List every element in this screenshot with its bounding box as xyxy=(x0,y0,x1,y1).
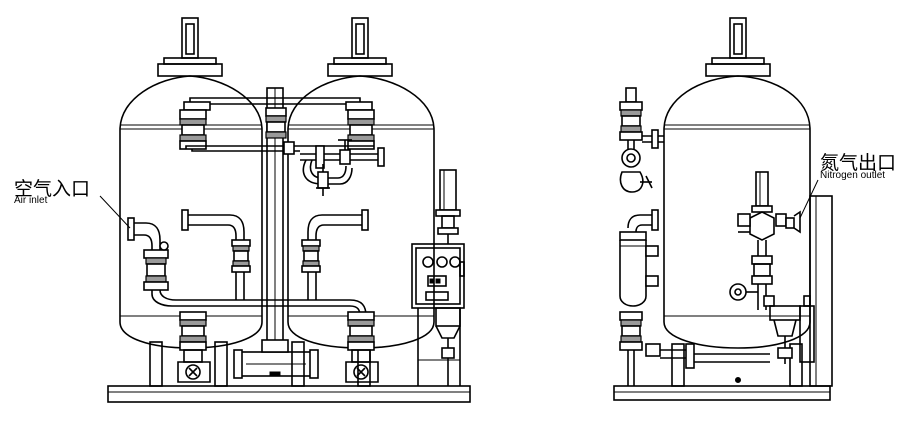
nitrogen-outlet-label-cn: 氮气出口 xyxy=(820,152,897,174)
top-manifold xyxy=(179,97,375,155)
air-inlet-piping xyxy=(127,217,367,317)
nitrogen-outlet-label-en: Nitrogen outlet xyxy=(820,170,886,181)
center-outlet-valve-cluster xyxy=(300,139,385,196)
right-bottom-valve-stack xyxy=(345,311,379,383)
control-cabinet xyxy=(411,243,465,386)
air-inlet-label-cn: 空气入口 xyxy=(14,178,91,200)
nitrogen-outlet-valve-cluster xyxy=(729,171,801,310)
left-bottom-valve-stack xyxy=(177,311,211,383)
side-bottom-left-stack xyxy=(619,311,770,386)
air-inlet-label-en: Air inlet xyxy=(14,195,48,206)
side-receiver-vessel xyxy=(619,209,659,307)
nitrogen-outlet-leader xyxy=(799,179,819,219)
right-tower-elbows xyxy=(301,209,369,300)
right-adsorption-tower xyxy=(287,17,435,349)
side-adsorption-tower xyxy=(663,17,811,349)
air-inlet-leader xyxy=(99,195,131,229)
side-base-skid xyxy=(613,343,831,401)
side-left-valve-stack xyxy=(619,87,664,193)
front-filter-assembly xyxy=(435,169,461,386)
front-base-skid xyxy=(107,341,471,403)
left-tower-elbows xyxy=(181,209,251,300)
side-filter-assembly xyxy=(769,295,815,364)
side-right-panel xyxy=(809,195,833,387)
bottom-silencer xyxy=(233,339,319,379)
side-view xyxy=(613,17,833,401)
front-view xyxy=(99,17,471,403)
left-adsorption-tower xyxy=(119,17,263,349)
